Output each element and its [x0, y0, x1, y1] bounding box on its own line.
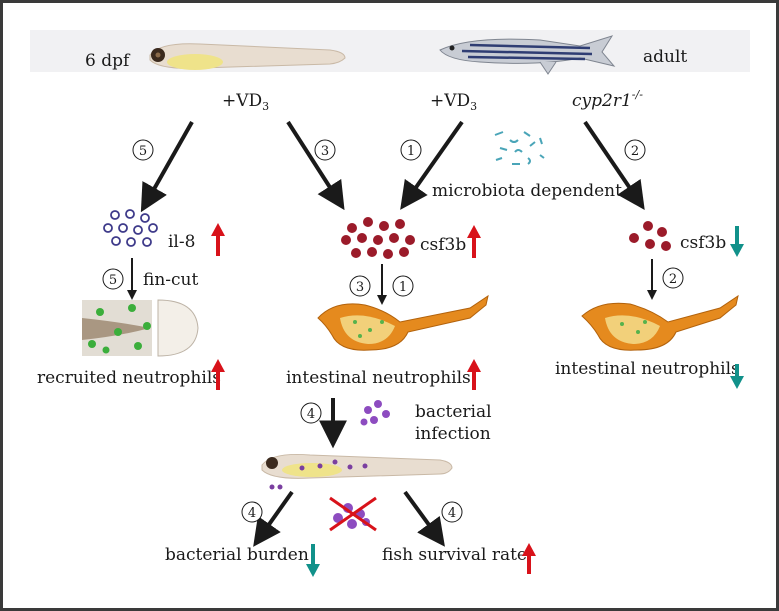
step-1-top: 1: [400, 139, 422, 161]
microbiota-icon: [494, 131, 545, 165]
csf3b-right-dots: [629, 221, 671, 251]
infected-larva-icon: [261, 454, 453, 490]
svg-text:4: 4: [307, 407, 315, 422]
larva-icon: [149, 43, 346, 70]
csf3b-center-up-arrow: [467, 225, 481, 258]
label-bacterial: bacterial: [415, 402, 492, 422]
intestine-right: [581, 294, 739, 351]
svg-text:1: 1: [407, 144, 415, 159]
step-4-infection: 4: [300, 402, 322, 424]
step-4-right: 4: [441, 501, 463, 523]
intestinal-right-down-arrow: [730, 364, 744, 389]
label-vd3-left: +VD3: [222, 91, 269, 113]
arrow-3: [286, 120, 345, 211]
arrow-2: [583, 120, 645, 210]
step-4-left: 4: [241, 501, 263, 523]
survival-up-arrow: [522, 543, 536, 574]
arrow-1: [400, 120, 464, 210]
csf3b-right-down-arrow: [730, 226, 744, 257]
header-band: [30, 30, 750, 72]
label-csf3b-center: csf3b: [420, 235, 466, 255]
svg-text:1: 1: [399, 280, 407, 295]
svg-text:2: 2: [631, 144, 639, 159]
svg-text:5: 5: [139, 144, 147, 159]
il8-dots: [103, 209, 158, 247]
label-csf3b-right: csf3b: [680, 233, 726, 253]
svg-text:3: 3: [321, 144, 329, 159]
svg-text:3: 3: [356, 280, 364, 295]
label-fish-survival: fish survival rate: [382, 545, 527, 565]
svg-text:4: 4: [248, 506, 256, 521]
intestine-center: [317, 294, 489, 351]
step-1-mid: 1: [392, 275, 414, 297]
label-vd3-right: +VD3: [430, 91, 477, 113]
burden-down-arrow: [306, 544, 320, 577]
adult-zebrafish-icon: [439, 35, 616, 75]
svg-text:4: 4: [448, 506, 456, 521]
recruited-up-arrow: [211, 359, 225, 390]
fincut-illustration: [82, 299, 199, 357]
label-intestinal-right: intestinal neutrophils: [555, 359, 740, 379]
crossed-bacteria-icon: [329, 496, 377, 532]
il8-up-arrow: [211, 223, 225, 256]
label-il8: il-8: [168, 232, 195, 252]
label-intestinal-center: intestinal neutrophils: [286, 368, 471, 388]
step-5-mid: 5: [102, 268, 124, 290]
arrow-5: [140, 121, 194, 213]
arrow-4-burden: [253, 490, 294, 547]
label-fincut: fin-cut: [143, 270, 199, 290]
label-6dpf: 6 dpf: [85, 51, 131, 71]
step-3-top: 3: [314, 139, 336, 161]
step-3-mid: 3: [349, 275, 371, 297]
bacteria-icon: [360, 400, 390, 426]
intestinal-center-up-arrow: [467, 359, 481, 390]
label-genotype: cyp2r1-/-: [572, 88, 643, 111]
step-2-top: 2: [624, 139, 646, 161]
label-microbiota: microbiota dependent: [432, 181, 622, 201]
csf3b-center-dots: [341, 217, 415, 259]
arrow-4-survival: [403, 490, 445, 547]
label-adult: adult: [643, 47, 687, 67]
label-recruited: recruited neutrophils: [37, 368, 221, 388]
step-2-mid: 2: [662, 267, 684, 289]
svg-text:5: 5: [109, 273, 117, 288]
svg-text:2: 2: [669, 272, 677, 287]
label-bacterial-burden: bacterial burden: [165, 545, 309, 565]
step-5-top: 5: [132, 139, 154, 161]
label-infection: infection: [415, 424, 491, 444]
